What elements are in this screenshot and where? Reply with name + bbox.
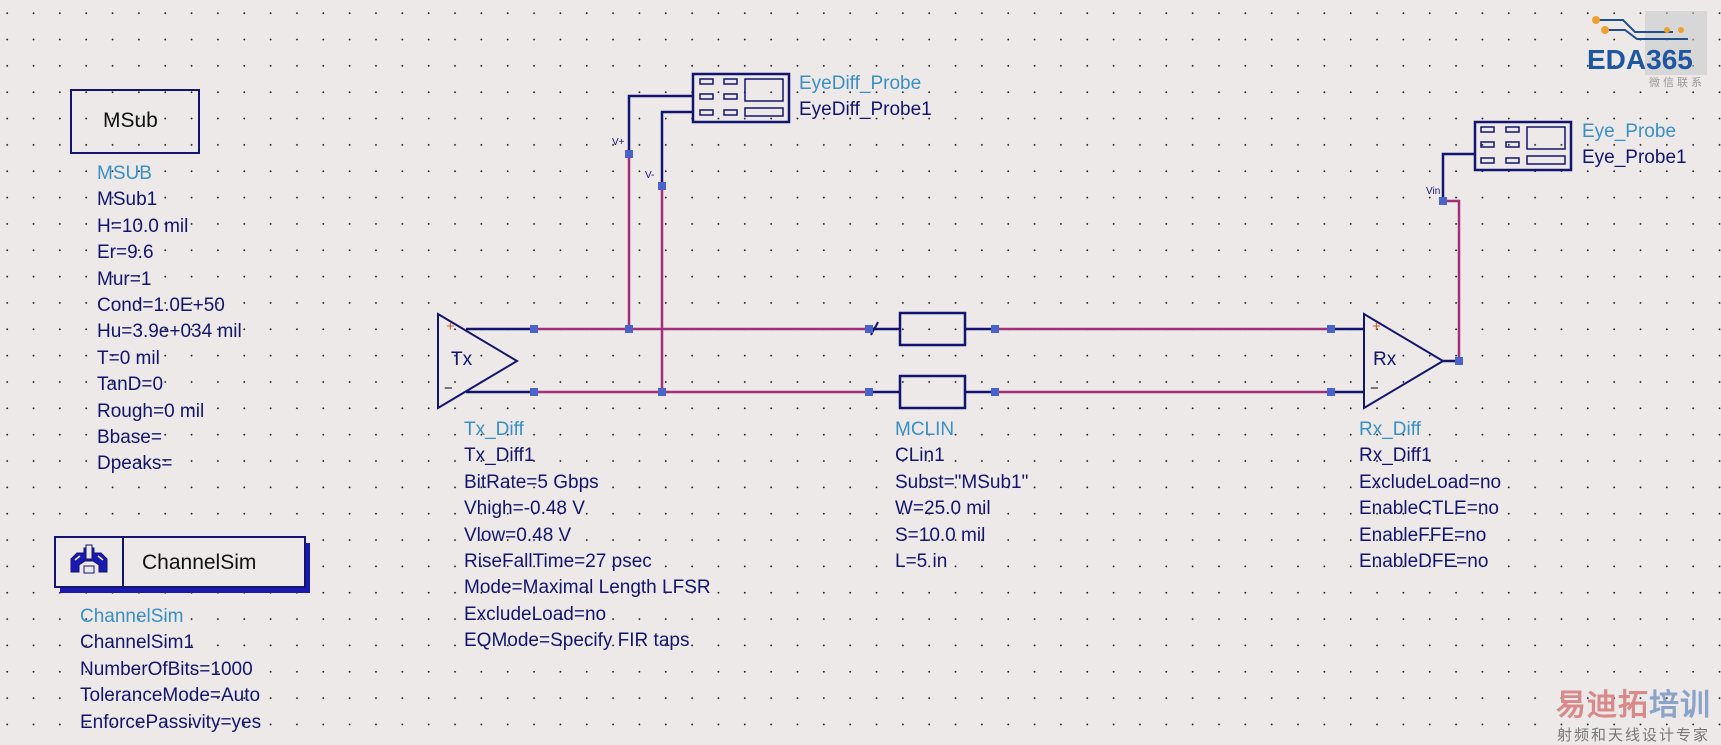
msub-param: Dpeaks=	[97, 453, 173, 475]
msub-param: Cond=1.0E+50	[97, 294, 225, 316]
tx-label-block: Tx_Diff Tx_Diff1 BitRate=5 Gbps Vhigh=-0…	[464, 417, 711, 655]
rx-param: EnableCTLE=no	[1359, 498, 1499, 520]
eyediff-probe-type: EyeDiff_Probe	[799, 73, 922, 94]
tx-type: Tx_Diff	[464, 419, 524, 440]
msub-param: Bbase=	[97, 426, 162, 448]
eye-probe-label-block: Eye_Probe Eye_Probe1	[1582, 119, 1687, 172]
pin	[991, 325, 999, 333]
msub-param: Mur=1	[97, 268, 152, 290]
msub-param: H=10.0 mil	[97, 215, 189, 237]
wire-vin	[1443, 199, 1461, 361]
rx-param: ExcludeLoad=no	[1359, 471, 1502, 493]
msub-box-label: MSub	[103, 109, 158, 132]
rx-instance: Rx_Diff1	[1359, 445, 1432, 467]
pins	[530, 150, 1463, 396]
msub-param: Er=9.6	[97, 242, 154, 264]
pin	[1327, 388, 1335, 396]
tx-param: Mode=Maximal Length LFSR	[464, 577, 711, 599]
eye-probe-type: Eye_Probe	[1582, 121, 1677, 142]
mclin-instance: CLin1	[895, 445, 945, 467]
msub-type: MSUB	[97, 163, 152, 184]
pin	[1327, 325, 1335, 333]
rx-type: Rx_Diff	[1359, 419, 1421, 440]
vplus-pin-label: V+	[612, 137, 625, 148]
brand-red-text: 易迪拓	[1556, 688, 1649, 723]
tx-symbol-label: Tx	[451, 349, 473, 370]
tx-plus-sign: +	[446, 318, 455, 335]
tx-minus-sign: −	[444, 380, 453, 397]
rx-plus-sign: +	[1372, 318, 1381, 335]
mclin-param: W=25.0 mil	[895, 498, 991, 520]
mclin-param: L=5 in	[895, 550, 948, 572]
tx-param: Vlow=0.48 V	[464, 524, 572, 546]
pin	[658, 388, 666, 396]
pin	[1439, 197, 1447, 205]
circuit-logo-icon	[1592, 11, 1707, 75]
tx-param: Vhigh=-0.48 V	[464, 498, 585, 520]
tx-param: ExcludeLoad=no	[464, 603, 607, 625]
pin	[625, 150, 633, 158]
eyediff-probe-instance: EyeDiff_Probe1	[799, 99, 932, 121]
channelsim-param: NumberOfBits=1000	[80, 658, 253, 680]
eye-probe-symbol[interactable]	[1441, 120, 1573, 201]
channelsim-param: ToleranceMode=Auto	[80, 685, 261, 707]
tx-instance: Tx_Diff1	[464, 445, 535, 467]
rx-minus-sign: −	[1370, 380, 1379, 397]
pin	[865, 325, 873, 333]
channelsim-type: ChannelSim	[80, 606, 184, 627]
eda365-logo-text: EDA365	[1587, 44, 1693, 75]
channelsim-param: EnforcePassivity=yes	[80, 711, 262, 733]
vin-pin-label: Vin	[1426, 186, 1441, 197]
eyediff-probe-symbol[interactable]	[627, 72, 791, 186]
msub-param: T=0 mil	[97, 347, 160, 369]
rx-symbol[interactable]	[1331, 312, 1459, 410]
gear-icon	[70, 544, 108, 574]
channelsim-instance: ChannelSim1	[80, 632, 195, 654]
channelsim-box-label: ChannelSim	[142, 551, 257, 574]
rx-param: EnableFFE=no	[1359, 524, 1487, 546]
mclin-symbol[interactable]	[869, 311, 995, 410]
brand-watermark: 易迪拓培训 射频和天线设计专家	[1556, 680, 1711, 745]
tx-param: RiseFallTime=27 psec	[464, 550, 652, 572]
mclin-param: Subst="MSub1"	[895, 471, 1029, 493]
tx-symbol[interactable]	[437, 312, 534, 410]
channelsim-label-block: ChannelSim ChannelSim1 NumberOfBits=1000…	[80, 604, 261, 736]
wires	[534, 154, 1461, 394]
msub-label-block: MSUB MSub1 H=10.0 mil Er=9.6 Mur=1 Cond=…	[97, 161, 242, 478]
pin	[991, 388, 999, 396]
channelsim-symbol[interactable]	[54, 536, 310, 593]
qr-caption: 微信联系	[1649, 76, 1705, 89]
mclin-label-block: MCLIN CLin1 Subst="MSub1" W=25.0 mil S=1…	[895, 417, 1028, 575]
msub-symbol[interactable]	[70, 89, 200, 154]
msub-instance: MSub1	[97, 189, 158, 211]
pin	[658, 182, 666, 190]
eye-probe-instance: Eye_Probe1	[1582, 147, 1687, 169]
msub-param: Rough=0 mil	[97, 400, 205, 422]
brand-tagline: 射频和天线设计专家	[1556, 726, 1710, 744]
pin	[530, 388, 538, 396]
rx-label-block: Rx_Diff Rx_Diff1 ExcludeLoad=no EnableCT…	[1359, 417, 1501, 575]
msub-param: Hu=3.9e+034 mil	[97, 321, 242, 343]
mclin-param: S=10.0 mil	[895, 524, 986, 546]
tx-param: BitRate=5 Gbps	[464, 471, 599, 493]
rx-param: EnableDFE=no	[1359, 550, 1489, 572]
eda365-watermark: EDA365 微信联系	[1563, 6, 1713, 89]
eyediff-probe-label-block: EyeDiff_Probe EyeDiff_Probe1	[799, 71, 932, 124]
pin	[1455, 357, 1463, 365]
rx-symbol-label: Rx	[1373, 349, 1397, 370]
pin	[625, 325, 633, 333]
brand-blue-text: 培训	[1649, 688, 1711, 723]
msub-param: TanD=0	[97, 374, 164, 396]
vminus-pin-label: V-	[645, 170, 655, 181]
pin	[865, 388, 873, 396]
tx-param: EQMode=Specify FIR taps	[464, 630, 690, 652]
pin	[530, 325, 538, 333]
mclin-type: MCLIN	[895, 419, 955, 440]
